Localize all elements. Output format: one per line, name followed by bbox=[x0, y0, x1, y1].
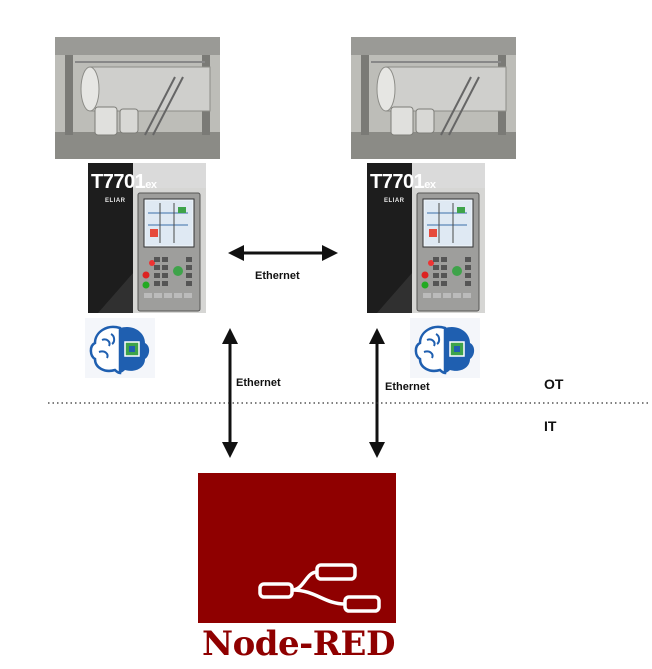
controller-model-left: T7701ex bbox=[91, 171, 157, 193]
dyeing-machine-photo-left bbox=[55, 37, 220, 159]
ethernet-label-right: Ethernet bbox=[385, 381, 430, 393]
t7701ex-controller-left: T7701ex ELIAR bbox=[88, 163, 206, 313]
controller-model-right: T7701ex bbox=[370, 171, 436, 193]
ethernet-label-top: Ethernet bbox=[255, 270, 300, 282]
controller-brand-right: ELIAR bbox=[384, 198, 405, 204]
arrow-controller-to-controller bbox=[228, 245, 338, 261]
nodered-flow-icon bbox=[258, 563, 381, 613]
ai-brain-icon-left bbox=[85, 318, 155, 378]
controller-brand-left: ELIAR bbox=[105, 198, 126, 204]
nodered-logo-box bbox=[198, 473, 396, 623]
dyeing-machine-photo-right bbox=[351, 37, 516, 159]
arrow-left-to-nodered bbox=[222, 328, 238, 458]
t7701ex-controller-right: T7701ex ELIAR bbox=[367, 163, 485, 313]
ethernet-label-left: Ethernet bbox=[236, 377, 281, 389]
nodered-wordmark: Node-RED bbox=[202, 624, 395, 664]
ot-zone-label: OT bbox=[544, 376, 564, 392]
ai-brain-icon-right bbox=[410, 318, 480, 378]
it-zone-label: IT bbox=[544, 418, 557, 434]
arrow-right-to-nodered bbox=[369, 328, 385, 458]
